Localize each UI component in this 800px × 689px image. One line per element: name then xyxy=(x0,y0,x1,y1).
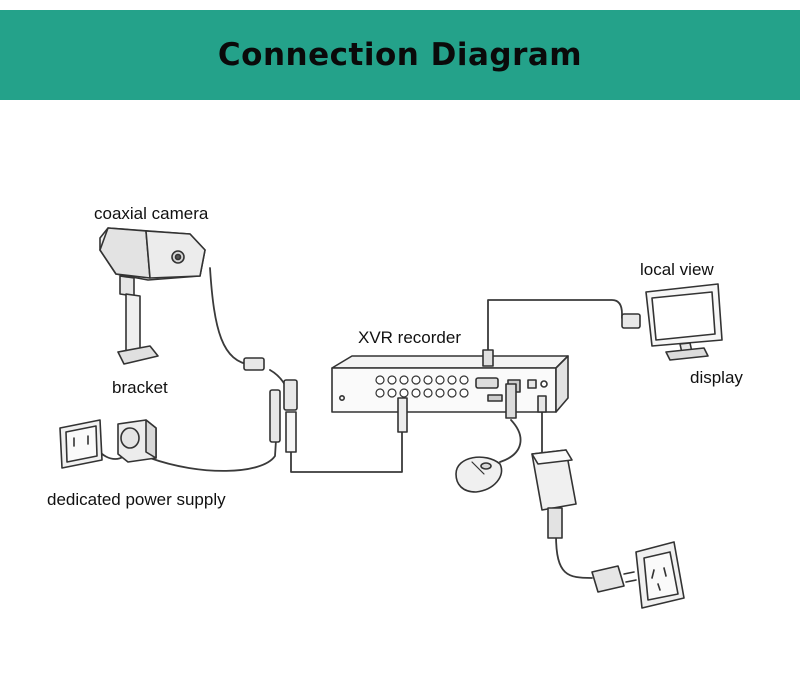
camera-video-cable xyxy=(209,267,253,366)
bnc-input-ports xyxy=(375,375,469,398)
mouse xyxy=(455,456,503,493)
wall-socket-left xyxy=(59,419,103,469)
label-local-view: local view xyxy=(640,260,714,279)
bnc-connectors xyxy=(243,357,298,453)
hdmi-to-display-cable xyxy=(487,299,623,353)
power-adapter xyxy=(531,449,577,539)
bracket xyxy=(117,293,159,365)
display-monitor xyxy=(621,283,723,361)
adapter-plug-cable xyxy=(555,534,593,579)
bnc-to-recorder-cable xyxy=(290,431,403,473)
label-bracket: bracket xyxy=(112,378,168,397)
label-display: display xyxy=(690,368,743,387)
label-coaxial-camera: coaxial camera xyxy=(94,204,209,223)
hdmi-port xyxy=(487,394,503,402)
wall-socket-right xyxy=(591,541,685,609)
label-dedicated-power-supply: dedicated power supply xyxy=(47,490,226,509)
xvr-recorder xyxy=(331,349,569,433)
page-title: Connection Diagram xyxy=(217,37,583,73)
dedicated-power-supply xyxy=(117,419,157,463)
vga-port xyxy=(475,377,499,389)
coaxial-camera xyxy=(99,227,206,297)
power-to-camera-cable xyxy=(149,439,277,472)
mouse-cable xyxy=(499,419,522,463)
cables xyxy=(97,267,623,579)
label-xvr-recorder: XVR recorder xyxy=(358,328,461,347)
header-banner: Connection Diagram xyxy=(0,10,800,100)
